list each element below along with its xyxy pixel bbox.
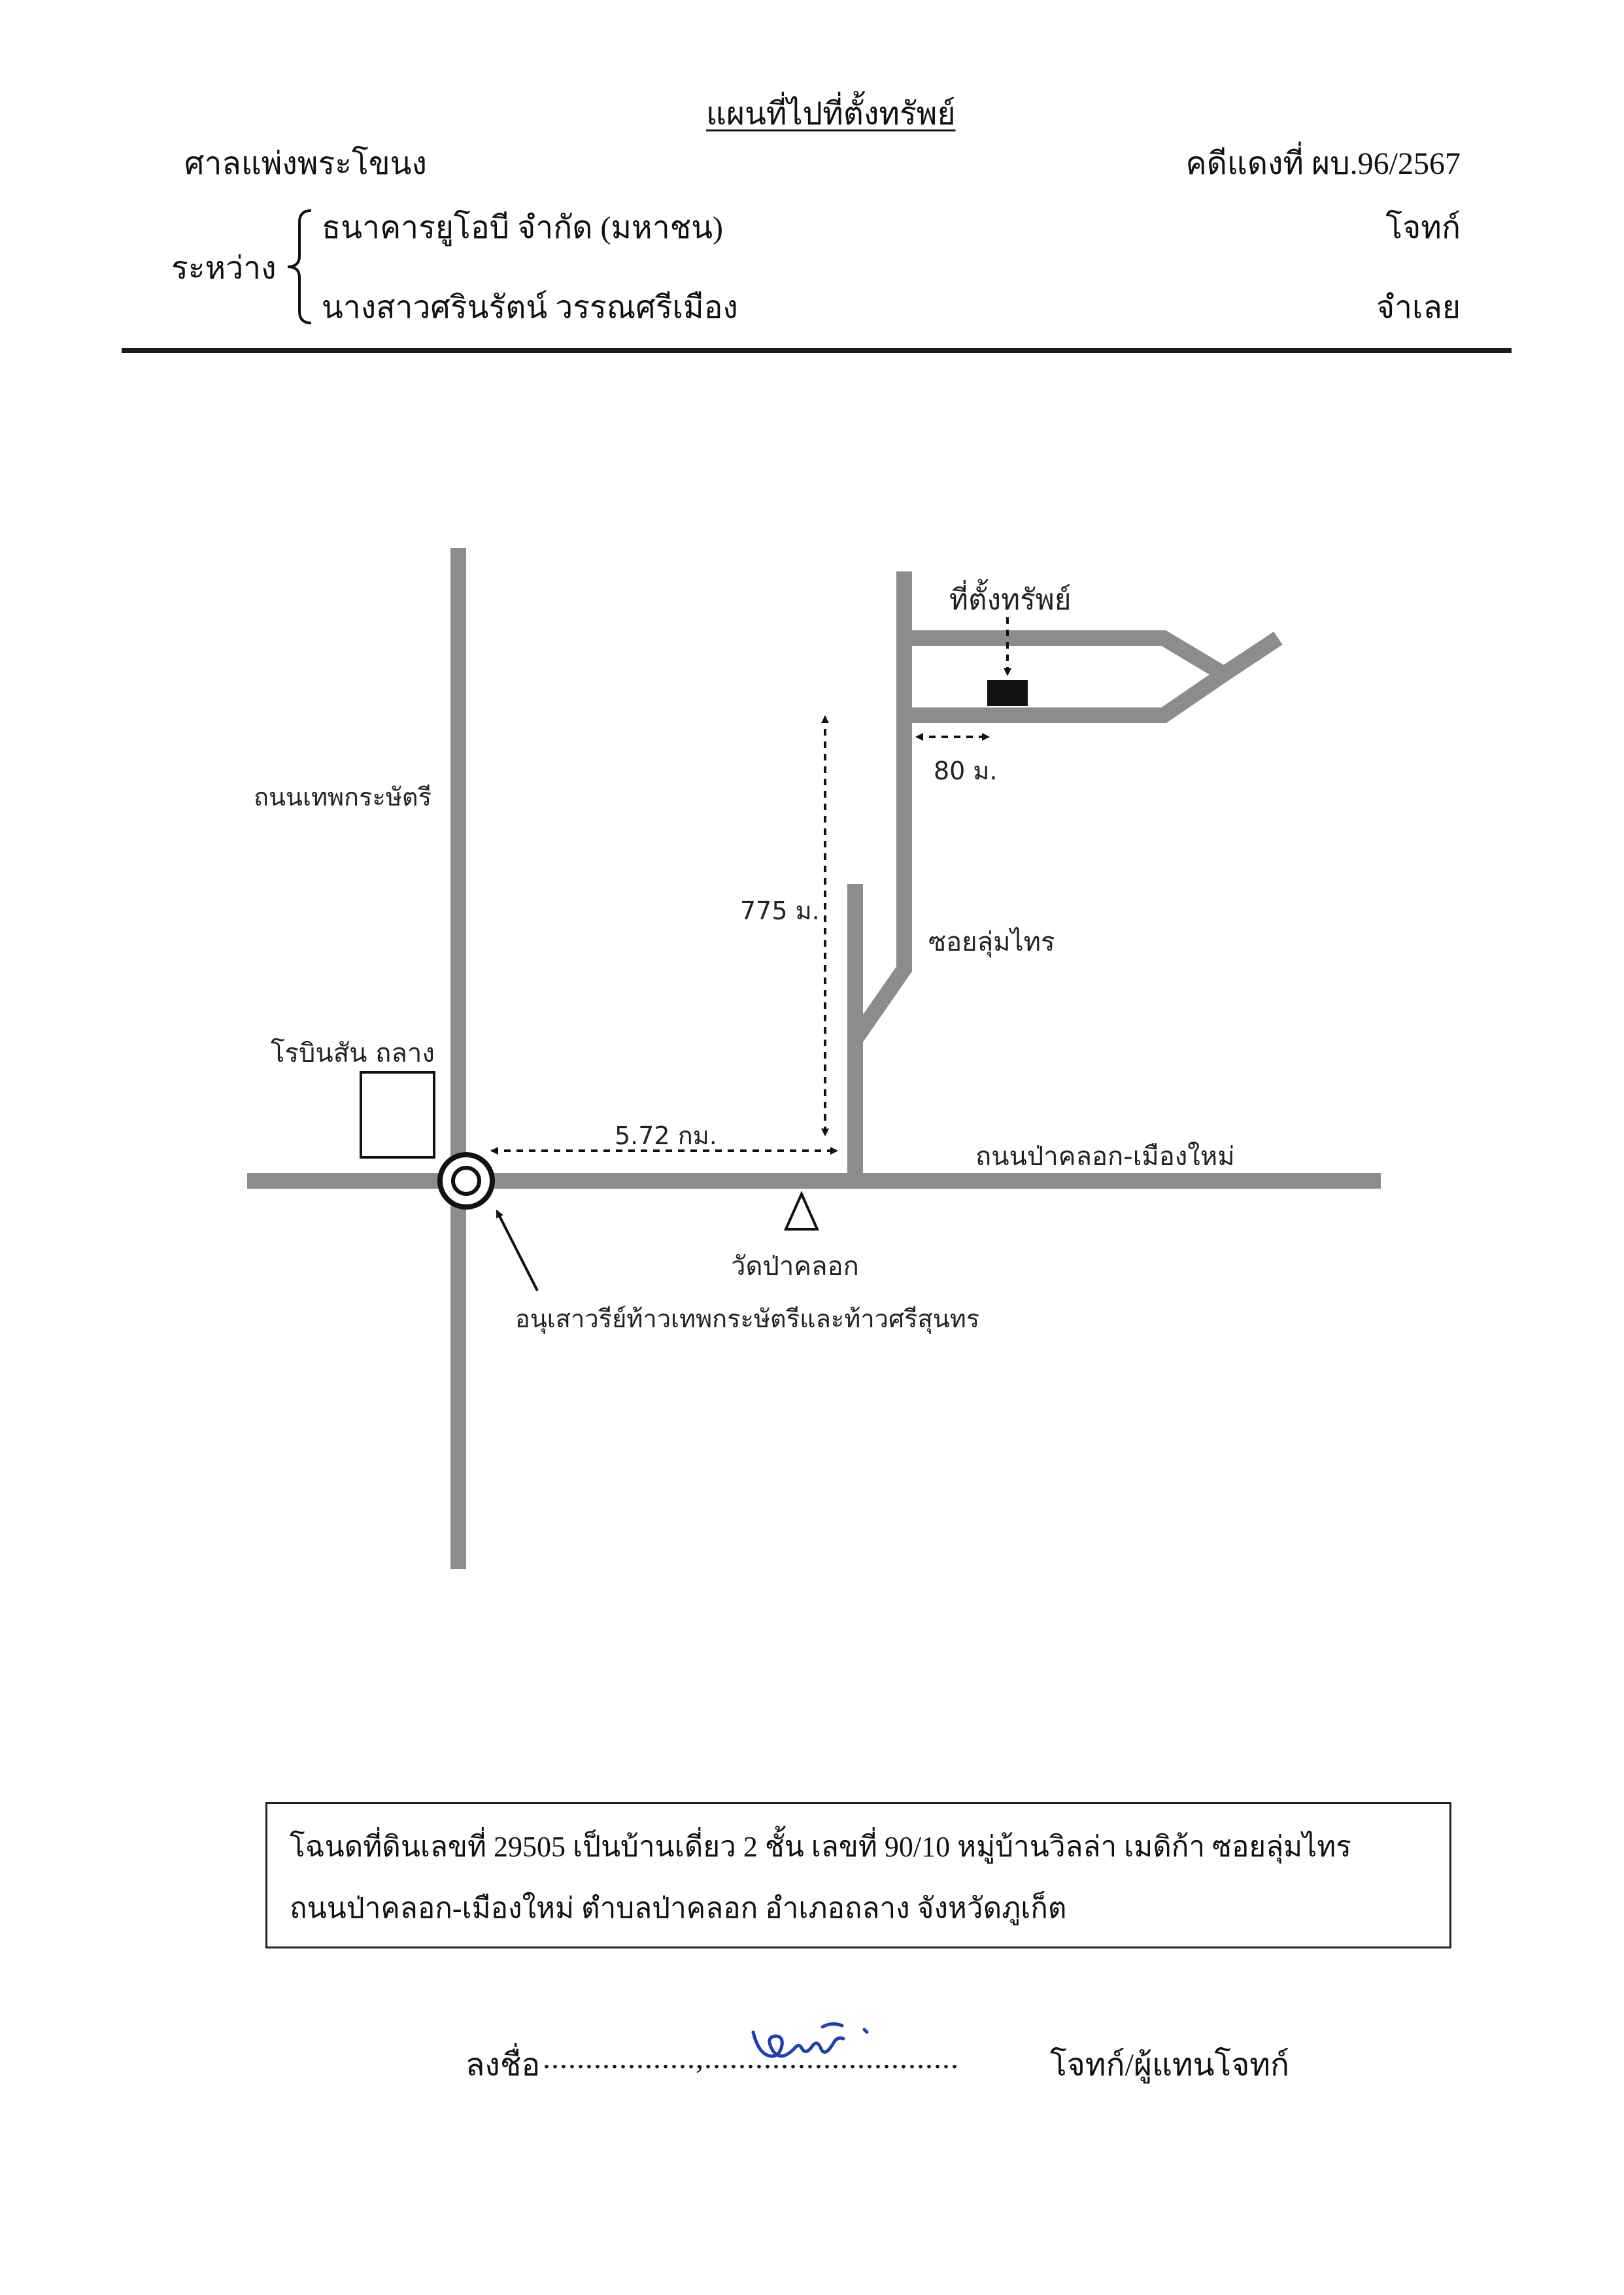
- signature-dotted-line: ..................,.....................…: [543, 2041, 959, 2075]
- court-name: ศาลแพ่งพระโขนง: [184, 146, 427, 181]
- label-robinson: โรบินสัน ถลาง: [271, 1038, 435, 1068]
- property-branch-road: [904, 630, 1239, 723]
- robinson-building-icon: [360, 1071, 435, 1159]
- label-temple: วัดป่าคลอก: [731, 1251, 859, 1282]
- label-soi-lum-sai: ซอยลุ่มไทร: [928, 927, 1055, 957]
- property-marker-icon: [987, 680, 1028, 706]
- monument-pointer-arrow: [496, 1210, 539, 1291]
- label-road-main: ถนนป่าคลอก-เมืองใหม่: [975, 1142, 1235, 1172]
- case-number: คดีแดงที่ ผบ.96/2567: [1185, 146, 1461, 181]
- plaintiff-role: โจทก์: [1385, 211, 1461, 245]
- between-label: ระหว่าง: [171, 251, 277, 286]
- monument-icon: [451, 1166, 481, 1196]
- plaintiff-name: ธนาคารยูโอบี จำกัด (มหาชน): [322, 211, 724, 245]
- signature-role: โจทก์/ผู้แทนโจทก์: [1050, 2048, 1290, 2082]
- label-distance-main: 5.72 กม.: [615, 1121, 717, 1150]
- label-distance-soi: 775 ม.: [740, 896, 820, 925]
- temple-icon: [783, 1191, 820, 1231]
- label-road-thepkrasattri: ถนนเทพกระษัตรี: [254, 783, 432, 811]
- defendant-name: นางสาวศรินรัตน์ วรรณศรีเมือง: [322, 290, 738, 325]
- label-distance-property: 80 ม.: [934, 756, 998, 785]
- soi-lum-sai-upper: [849, 571, 912, 1044]
- label-monument: อนุเสาวรีย์ท้าวเทพกระษัตรีและท้าวศรีสุนท…: [515, 1304, 980, 1333]
- page-title: แผนที่ไปที่ตั้งทรัพย์: [706, 97, 956, 131]
- property-branch-stub: [1219, 631, 1283, 681]
- deed-line-1: โฉนดที่ดินเลขที่ 29505 เป็นบ้านเดี่ยว 2 …: [290, 1831, 1351, 1863]
- label-property: ที่ตั้งทรัพย์: [949, 583, 1072, 617]
- deed-info-box: โฉนดที่ดินเลขที่ 29505 เป็นบ้านเดี่ยว 2 …: [265, 1802, 1451, 1948]
- signature-label: ลงชื่อ: [465, 2048, 541, 2082]
- handwritten-signature: [751, 2022, 869, 2058]
- brace-symbol: [287, 209, 312, 324]
- header-divider: [122, 348, 1512, 353]
- deed-line-2: ถนนป่าคลอก-เมืองใหม่ ตำบลป่าคลอก อำเภอถล…: [290, 1892, 1067, 1924]
- defendant-role: จำเลย: [1376, 290, 1461, 325]
